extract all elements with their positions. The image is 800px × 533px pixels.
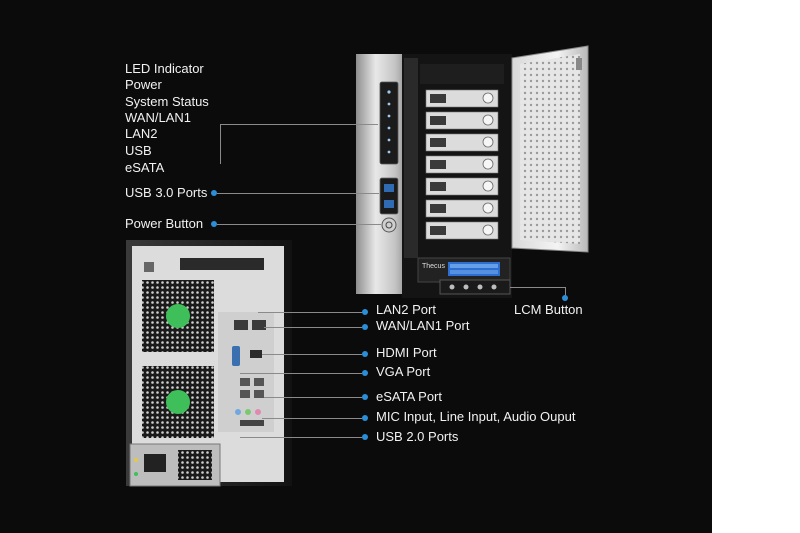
callout-dot <box>362 351 368 357</box>
label-usb2-ports: USB 2.0 Ports <box>376 429 459 444</box>
front-unit <box>356 45 589 298</box>
label-esata-port: eSATA Port <box>376 389 442 404</box>
label-power: Power <box>125 77 162 92</box>
device-illustration <box>126 45 589 487</box>
wan-leader <box>264 327 362 328</box>
label-vga-port: VGA Port <box>376 364 431 379</box>
lcm-leader-h <box>510 287 566 288</box>
vga-port-shape <box>232 346 240 366</box>
usb3-leader <box>217 193 379 194</box>
power-button-shape <box>381 217 397 233</box>
power-button-leader <box>217 224 381 225</box>
callout-dot <box>211 190 217 196</box>
fan-hub-bottom <box>166 390 190 414</box>
callout-dot <box>362 394 368 400</box>
esata-leader <box>264 397 362 398</box>
fan-hub-top <box>166 304 190 328</box>
usb3-port-block <box>379 177 399 215</box>
nas-diagram: LED Indicator Power System Status WAN/LA… <box>0 0 712 533</box>
led-strip <box>379 81 399 165</box>
label-led-indicator: LED Indicator <box>125 61 204 76</box>
lcm-leader-v <box>565 287 566 297</box>
brand-badge: Thecus <box>422 263 445 270</box>
callout-dot <box>362 324 368 330</box>
audio-leader <box>262 418 362 419</box>
lan2-port-shape <box>234 320 248 330</box>
lan2-leader <box>258 312 362 313</box>
callout-dot <box>362 434 368 440</box>
label-audio: MIC Input, Line Input, Audio Ouput <box>376 409 576 424</box>
label-hdmi-port: HDMI Port <box>376 345 437 360</box>
wan-port-shape <box>252 320 266 330</box>
hdmi-port-shape <box>250 350 262 358</box>
label-lcm-button: LCM Button <box>514 302 583 317</box>
label-wan-lan1: WAN/LAN1 <box>125 110 191 125</box>
led-bracket <box>220 124 221 164</box>
label-wan-lan1-port: WAN/LAN1 Port <box>376 318 470 333</box>
callout-dot <box>362 415 368 421</box>
callout-dot <box>362 370 368 376</box>
callout-dot <box>362 309 368 315</box>
label-esata: eSATA <box>125 160 165 175</box>
vga-leader <box>240 373 362 374</box>
callout-dot <box>562 295 568 301</box>
callout-dot <box>211 221 217 227</box>
rear-unit <box>126 240 292 487</box>
label-lan2-port: LAN2 Port <box>376 302 436 317</box>
hdmi-leader <box>262 354 362 355</box>
label-lan2: LAN2 <box>125 126 158 141</box>
label-usb3-ports: USB 3.0 Ports <box>125 185 208 200</box>
label-usb: USB <box>125 143 152 158</box>
usb2-leader <box>240 437 362 438</box>
label-system-status: System Status <box>125 94 209 109</box>
led-leader <box>220 124 378 125</box>
label-power-button: Power Button <box>125 216 204 231</box>
